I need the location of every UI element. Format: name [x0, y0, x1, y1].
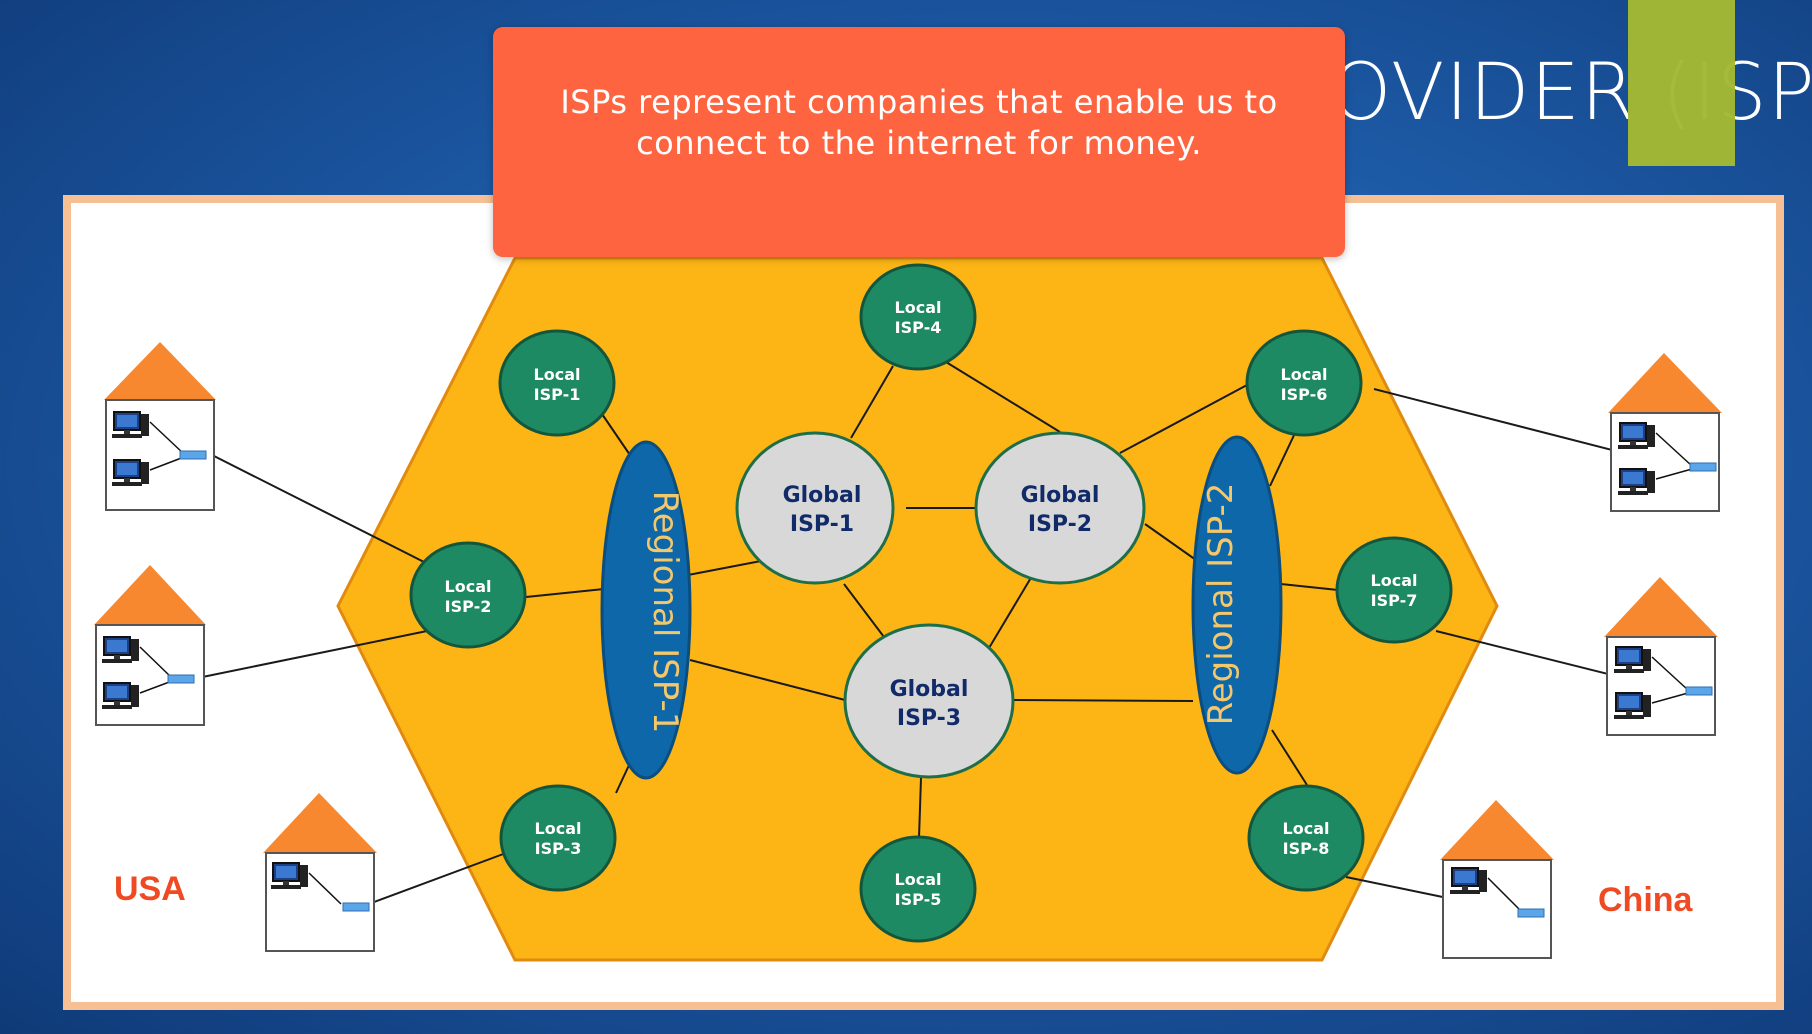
callout-text: ISPs represent companies that enable us … [560, 83, 1278, 162]
local-isp-1-line1: Local [534, 365, 581, 384]
computer-icon [1617, 468, 1656, 496]
title-accent-bar [1628, 0, 1735, 166]
house-roof [1604, 577, 1718, 637]
link-r2-l6 [1269, 430, 1297, 487]
link-r1-g3 [689, 659, 846, 701]
house-roof [1608, 353, 1722, 413]
regional-isp-2[interactable]: Regional ISP-2 [1191, 435, 1283, 775]
network-links [177, 361, 1691, 914]
computer-icon [101, 636, 140, 664]
computer-icon [111, 411, 150, 439]
house-china-3 [1440, 800, 1554, 959]
link-r1-g1 [687, 560, 762, 576]
local-isp-3-line1: Local [535, 819, 582, 838]
link-l2-r1 [525, 588, 605, 598]
link-g2-l4 [945, 361, 1061, 433]
house-usa-1 [104, 342, 216, 511]
house-roof [94, 565, 206, 625]
global-isp-3-line2: ISP-3 [897, 706, 961, 731]
local-isp-4-line2: ISP-4 [895, 318, 942, 337]
link-l3-houseC [357, 852, 507, 909]
computer-icon [1617, 422, 1656, 450]
link-g1-g3 [843, 583, 885, 638]
local-isp-7[interactable]: Local ISP-7 [1335, 536, 1453, 644]
local-isp-2[interactable]: Local ISP-2 [409, 541, 527, 649]
house-usa-3 [263, 793, 377, 952]
global-isp-3-line1: Global [890, 677, 969, 702]
local-isp-8[interactable]: Local ISP-8 [1247, 784, 1365, 892]
link-g3-l5 [918, 777, 922, 839]
local-isp-7-line2: ISP-7 [1371, 591, 1418, 610]
link-l3-r1 [615, 762, 631, 794]
regional-isp-2-label: Regional ISP-2 [1201, 483, 1241, 726]
house-usa-2 [94, 565, 206, 726]
house-roof [263, 793, 377, 853]
local-isp-6-line2: ISP-6 [1281, 385, 1328, 404]
local-isp-8-line2: ISP-8 [1283, 839, 1330, 858]
computer-icon [1613, 692, 1652, 720]
router-icon [167, 674, 195, 684]
computer-icon [101, 682, 140, 710]
house-roof [104, 342, 216, 400]
region-label-china: China [1598, 881, 1694, 919]
global-isp-2-line2: ISP-2 [1028, 512, 1092, 537]
link-g3-r2 [1013, 699, 1194, 702]
router-icon [1685, 686, 1713, 696]
link-l1-r1 [601, 413, 631, 456]
house-roof [1440, 800, 1554, 860]
internet-hexagon [336, 256, 1499, 962]
regional-isp-1[interactable]: Regional ISP-1 [600, 440, 692, 780]
local-isp-5-line1: Local [895, 870, 942, 889]
global-isp-1-line2: ISP-1 [790, 512, 854, 537]
computer-icon [270, 862, 309, 890]
computer-icon [1449, 867, 1488, 895]
link-l2-houseA [213, 455, 425, 563]
local-isp-5-line2: ISP-5 [895, 890, 942, 909]
link-g2-r2 [1144, 523, 1197, 561]
house-china-2 [1604, 577, 1718, 736]
local-isp-4[interactable]: Local ISP-4 [859, 263, 977, 371]
link-r2-l8 [1271, 729, 1308, 786]
local-isp-1-line2: ISP-1 [534, 385, 581, 404]
link-g2-g3 [988, 575, 1033, 649]
local-isp-7-line1: Local [1371, 571, 1418, 590]
local-isp-6-line1: Local [1281, 365, 1328, 384]
global-isp-3[interactable]: Global ISP-3 [843, 623, 1015, 779]
local-isp-1[interactable]: Local ISP-1 [498, 329, 616, 437]
global-isp-2-line1: Global [1021, 483, 1100, 508]
link-g2-l6 [1119, 384, 1248, 454]
local-isp-2-line1: Local [445, 577, 492, 596]
callout-box: ISPs represent companies that enable us … [493, 27, 1345, 257]
local-isp-5[interactable]: Local ISP-5 [859, 835, 977, 943]
local-isp-6[interactable]: Local ISP-6 [1245, 329, 1363, 437]
computer-icon [1613, 646, 1652, 674]
global-isp-1-line1: Global [783, 483, 862, 508]
router-icon [1689, 462, 1717, 472]
computer-icon [111, 459, 150, 487]
link-l2-houseB [177, 630, 428, 683]
local-isp-2-line2: ISP-2 [445, 597, 492, 616]
local-isp-8-line1: Local [1283, 819, 1330, 838]
local-isp-3-line2: ISP-3 [535, 839, 582, 858]
local-isp-3[interactable]: Local ISP-3 [499, 784, 617, 892]
global-isp-1[interactable]: Global ISP-1 [735, 431, 895, 585]
router-icon [342, 902, 370, 912]
regional-isp-1-label: Regional ISP-1 [645, 491, 685, 734]
region-label-usa: USA [114, 870, 186, 908]
link-r2-l7 [1280, 583, 1339, 591]
router-icon [179, 450, 207, 460]
global-isp-2[interactable]: Global ISP-2 [974, 431, 1146, 585]
link-g1-l4 [850, 365, 894, 439]
house-china-1 [1608, 353, 1722, 512]
router-icon [1517, 908, 1545, 918]
local-isp-4-line1: Local [895, 298, 942, 317]
